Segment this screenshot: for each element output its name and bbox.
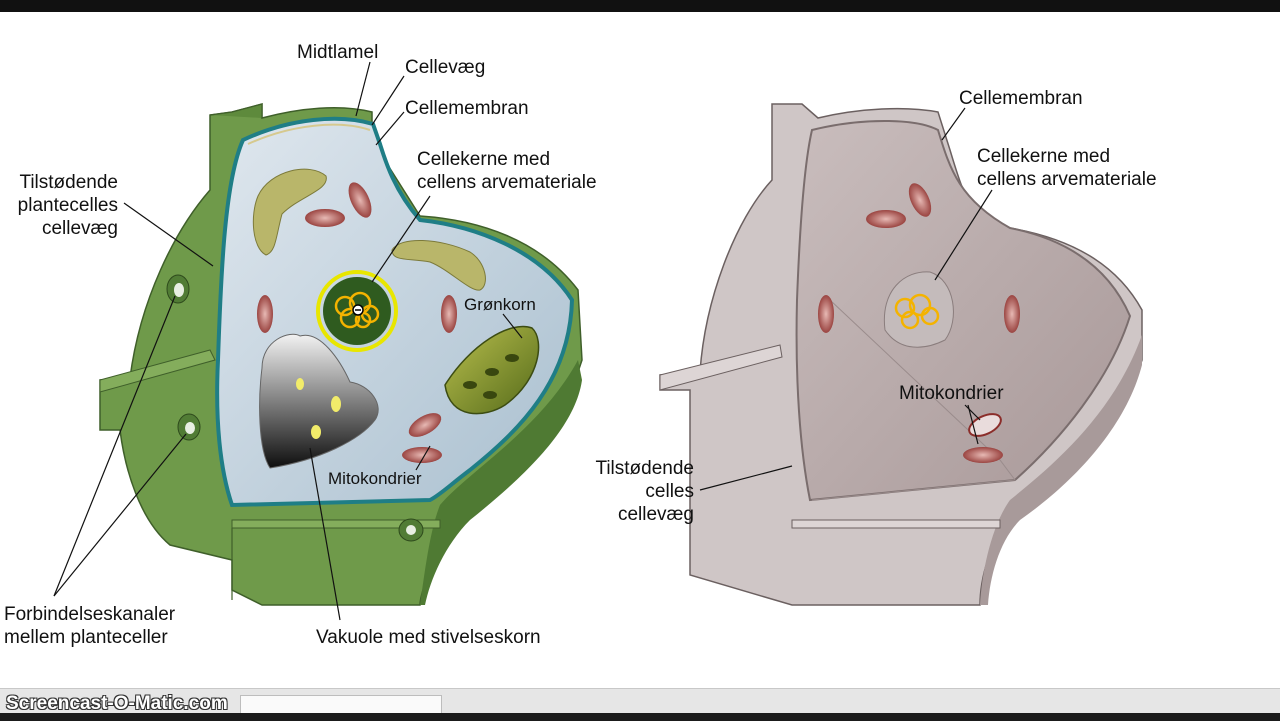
label-tilstoedende-right-1: Tilstødende xyxy=(595,458,694,479)
screencast-brand: Screencast-O-Matic.com xyxy=(6,693,228,714)
chloroplast-upper xyxy=(252,168,327,256)
label-vakuole: Vakuole med stivelseskorn xyxy=(316,627,541,648)
generic-cell xyxy=(659,103,1143,606)
left-leader-lines xyxy=(53,61,523,621)
magnifier-cursor-icon xyxy=(352,304,364,316)
label-forbindelse-1: Forbindelseskanaler xyxy=(4,604,176,625)
label-cellekerne-2: cellens arvemateriale xyxy=(417,172,597,193)
mitochondrion-1 xyxy=(348,182,372,218)
label-mitokondrier-right: Mitokondrier xyxy=(899,383,1004,404)
taskbar-bottom-strip xyxy=(0,713,1280,721)
label-tilstoedende-right-2: celles xyxy=(645,481,694,502)
plant-cell-wall-shade xyxy=(420,360,582,605)
generic-mito-4 xyxy=(1004,295,1020,333)
mitochondrion-4 xyxy=(441,295,457,333)
pit-1 xyxy=(166,274,190,304)
chloroplast-right xyxy=(391,240,486,291)
label-cellekerne-right-2: cellens arvemateriale xyxy=(977,169,1157,190)
pit-2 xyxy=(177,413,201,441)
generic-mito-5 xyxy=(968,413,1002,437)
generic-mito-1 xyxy=(908,183,932,217)
vacuole xyxy=(259,333,379,469)
mitochondrion-2 xyxy=(305,209,345,227)
label-cellekerne-1: Cellekerne med xyxy=(417,149,551,170)
right-leader-lines xyxy=(699,107,993,491)
taskbar: Screencast-O-Matic.com xyxy=(0,688,1280,721)
label-cellekerne-right-1: Cellekerne med xyxy=(977,146,1111,167)
generic-mito-6 xyxy=(963,447,1003,463)
label-tilstoedende-3: cellevæg xyxy=(41,218,118,239)
label-cellemembran-right: Cellemembran xyxy=(959,88,1083,109)
diagram-stage: Midtlamel Cellevæg Cellemembran Celleker… xyxy=(0,12,1280,688)
mitochondrion-3 xyxy=(257,295,273,333)
label-cellemembran: Cellemembran xyxy=(405,98,529,119)
label-groenkorn: Grønkorn xyxy=(464,295,536,314)
pit-3 xyxy=(398,518,424,542)
label-mitokondrier-left: Mitokondrier xyxy=(328,469,422,488)
generic-nucleus-dna xyxy=(894,293,940,330)
nucleus-highlight xyxy=(316,270,398,352)
generic-mito-3 xyxy=(818,295,834,333)
label-cellevaeg: Cellevæg xyxy=(405,57,486,78)
label-tilstoedende-1: Tilstødende xyxy=(19,172,118,193)
plant-cell xyxy=(53,61,583,621)
top-black-bar xyxy=(0,0,1280,12)
mitochondrion-5 xyxy=(408,413,442,437)
label-tilstoedende-2: plantecelles xyxy=(17,195,118,216)
generic-nucleus xyxy=(883,271,954,348)
cell-diagrams-svg xyxy=(53,61,1143,621)
label-forbindelse-2: mellem planteceller xyxy=(4,627,168,648)
label-tilstoedende-right-3: cellevæg xyxy=(617,504,694,525)
mitochondrion-6 xyxy=(402,447,442,463)
generic-cell-shade xyxy=(980,335,1142,605)
label-midtlamel: Midtlamel xyxy=(297,42,379,63)
generic-mito-2 xyxy=(866,210,906,228)
